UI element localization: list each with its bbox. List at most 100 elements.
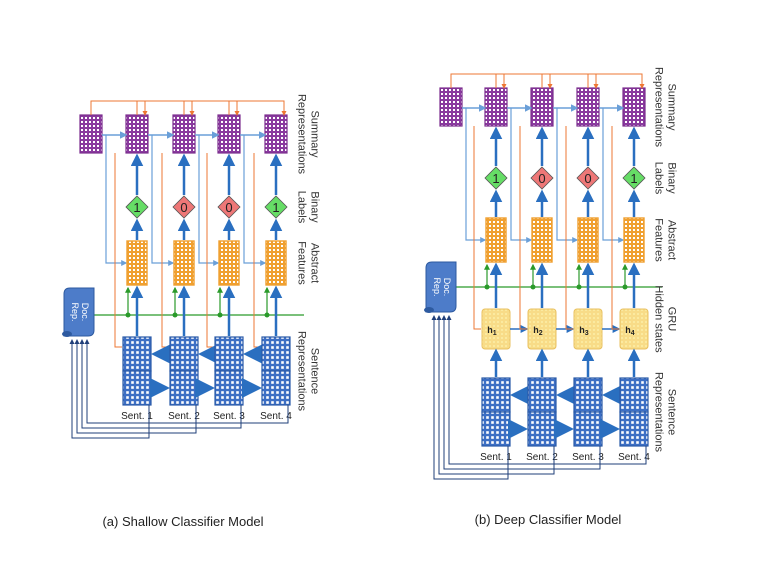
sentence-to-doc-line [446, 315, 647, 465]
sentence-rep-backward-2 [527, 411, 557, 447]
sentence-rep-backward-3 [214, 370, 244, 406]
summary-recurrence-arrow [450, 73, 507, 89]
sentence-rep-backward-4 [261, 370, 291, 406]
panel-caption: (a) Shallow Classifier Model [102, 514, 263, 529]
summary-rep-initial [79, 114, 103, 154]
summary-recurrence-arrow [495, 73, 553, 89]
binary-label-3-value: 0 [584, 171, 591, 186]
binary-label-3 [217, 195, 241, 219]
summary-recurrence-arrow [136, 100, 195, 116]
summary-feedback-line [473, 126, 481, 330]
summary-to-feature-arrow [465, 108, 487, 243]
sentence-rep-backward-3 [573, 411, 603, 447]
sentence-rep-forward-3 [573, 377, 603, 413]
sentence-rep-backward-2 [169, 370, 199, 406]
sentence-label-1: Sent. 1 [480, 452, 512, 463]
summary-rep-2 [172, 114, 196, 154]
summary-to-feature-arrow [198, 135, 220, 266]
hidden-state-label: h2 [533, 325, 543, 337]
sentence-label-3: Sent. 3 [572, 452, 604, 463]
abstract-feature-1 [126, 240, 148, 286]
binary-label-1 [125, 195, 149, 219]
summary-recurrence-arrow [228, 100, 287, 116]
summary-rep-4 [264, 114, 288, 154]
binary-label-4-value: 1 [630, 171, 637, 186]
sentence-rep-forward-4 [261, 336, 291, 372]
binary-label-2 [172, 195, 196, 219]
sentence-to-doc-line [84, 339, 289, 424]
label-abstract-features: AbstractFeatures [296, 241, 321, 285]
sentence-rep-forward-1 [122, 336, 152, 372]
binary-label-4-value: 1 [272, 200, 279, 215]
sentence-rep-backward-4 [619, 411, 649, 447]
abstract-feature-3 [577, 217, 599, 263]
summary-feedback-line [114, 153, 122, 348]
summary-recurrence-arrow [541, 73, 599, 89]
summary-feedback-line [565, 126, 573, 330]
summary-to-feature-arrow [243, 135, 267, 266]
summary-rep-initial [439, 87, 463, 127]
sentence-rep-forward-1 [481, 377, 511, 413]
label-gru-hidden-states: GRUHidden states [653, 285, 678, 353]
doc-rep-box [63, 287, 95, 337]
summary-rep-1 [484, 87, 508, 127]
binary-label-2 [530, 166, 554, 190]
gru-hidden-state-3 [573, 308, 603, 350]
summary-rep-1 [125, 114, 149, 154]
doc-rep-curl [424, 307, 434, 313]
sentence-rep-forward-2 [169, 336, 199, 372]
abstract-feature-4 [265, 240, 287, 286]
summary-feedback-line [611, 126, 619, 330]
sentence-to-doc-line [74, 339, 197, 434]
abstract-feature-1 [485, 217, 507, 263]
hidden-state-label: h4 [625, 325, 635, 337]
label-binary-labels: BinaryLabels [296, 191, 321, 224]
summary-to-feature-arrow [105, 135, 128, 266]
summary-rep-3 [217, 114, 241, 154]
summary-recurrence-arrow [587, 73, 645, 89]
label-abstract-features: AbstractFeatures [653, 218, 678, 262]
sentence-rep-forward-2 [527, 377, 557, 413]
abstract-feature-2 [173, 240, 195, 286]
sentence-to-doc-line [431, 315, 509, 480]
sentence-to-doc-line [69, 339, 150, 439]
binary-label-3-value: 0 [225, 200, 232, 215]
label-sentence-representations: SentenceRepresentations [653, 372, 678, 453]
gru-hidden-state-2 [527, 308, 557, 350]
doc-rep-label: Doc.Rep. [70, 302, 90, 321]
summary-feedback-line [206, 153, 214, 348]
hidden-state-label: h3 [579, 325, 589, 337]
sentence-label-3: Sent. 3 [213, 411, 245, 422]
summary-feedback-line [161, 153, 169, 348]
panel-caption: (b) Deep Classifier Model [475, 512, 622, 527]
summary-feedback-line [519, 126, 527, 330]
gru-hidden-state-4 [619, 308, 649, 350]
summary-to-feature-arrow [602, 108, 625, 243]
summary-recurrence-arrow [183, 100, 240, 116]
binary-label-4 [622, 166, 646, 190]
sentence-rep-backward-1 [122, 370, 152, 406]
label-binary-labels: BinaryLabels [653, 162, 678, 195]
summary-rep-3 [576, 87, 600, 127]
sentence-label-2: Sent. 2 [526, 452, 558, 463]
doc-rep-box [425, 261, 457, 313]
binary-label-1-value: 1 [492, 171, 499, 186]
binary-label-1-value: 1 [133, 200, 140, 215]
summary-rep-4 [622, 87, 646, 127]
binary-label-2-value: 0 [180, 200, 187, 215]
sentence-rep-forward-3 [214, 336, 244, 372]
abstract-feature-3 [218, 240, 240, 286]
summary-feedback-line [253, 153, 261, 348]
abstract-feature-4 [623, 217, 645, 263]
gru-hidden-state-1 [481, 308, 511, 350]
sentence-label-1: Sent. 1 [121, 411, 153, 422]
summary-to-feature-arrow [510, 108, 533, 243]
binary-label-3 [576, 166, 600, 190]
sentence-rep-backward-1 [481, 411, 511, 447]
sentence-to-doc-line [79, 339, 242, 429]
sentence-label-4: Sent. 4 [618, 452, 650, 463]
binary-label-2-value: 0 [538, 171, 545, 186]
